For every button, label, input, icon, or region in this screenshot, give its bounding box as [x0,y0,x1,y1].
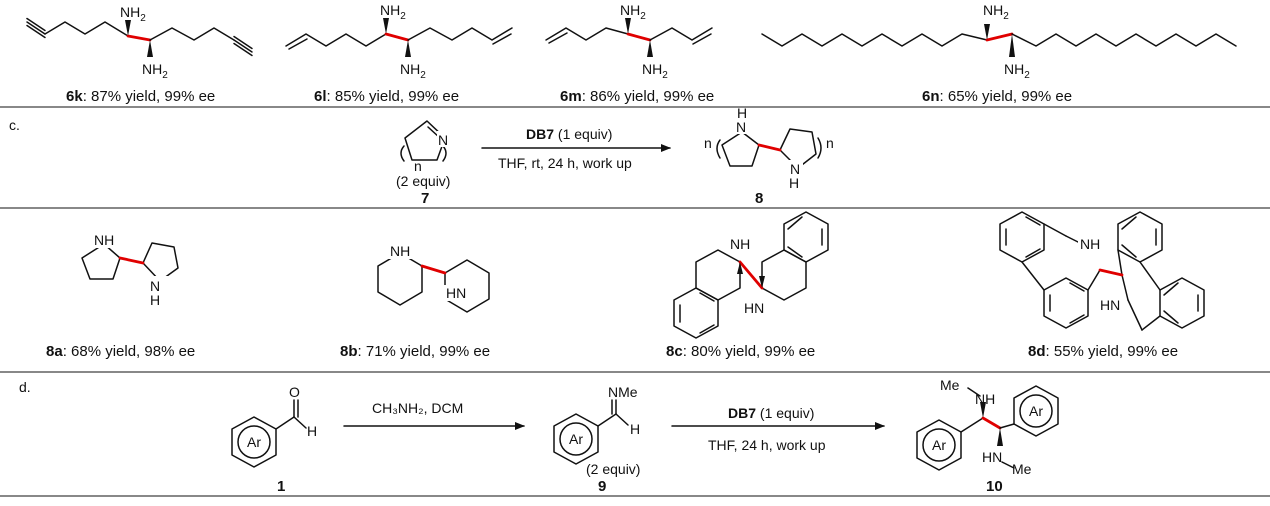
caption-8c: 8c: 80% yield, 99% ee [666,343,815,360]
number-8: 8 [755,190,763,207]
amine-6m-bottom: NH2 [642,61,668,81]
ring-size-right-8: n [826,135,834,151]
compound-10: Ar Ar Me NH HN Me 10 [916,377,1059,495]
ar-left-10: Ar [932,437,946,453]
nh-n-8a: N [736,119,746,135]
amine-6k-top: NH2 [120,4,146,24]
h-9: H [630,421,640,437]
n-8a-bottom: N [150,278,160,294]
compound-6k: NH2 NH2 [26,4,253,81]
number-9: 9 [598,478,606,495]
nh-h-8a: H [737,105,747,121]
compound-7: N n (2 equiv) 7 [396,120,452,207]
nme-9: NMe [608,384,638,400]
compound-8c: NH HN [673,211,829,339]
hn-8b: HN [446,285,466,301]
section-label-d: d. [19,379,31,395]
number-1: 1 [277,478,285,495]
nh-8b: NH [390,243,410,259]
caption-6n: 6n: 65% yield, 99% ee [922,88,1072,105]
conditions-c: THF, rt, 24 h, work up [498,155,632,171]
compound-6n: NH2 NH2 [761,2,1237,81]
step1-conditions: CH₃NH₂, DCM [372,400,463,416]
h-8a-bottom: H [150,292,160,308]
ar-1: Ar [247,434,261,450]
nh-h-8b: H [789,175,799,191]
amine-6l-bottom: NH2 [400,61,426,81]
caption-6l: 6l: 85% yield, 99% ee [314,88,459,105]
me-top-10: Me [940,377,960,393]
compound-8d: NH HN [999,211,1205,331]
compound-8: H N N H n n 8 [704,105,834,207]
nh-n-8b: N [790,161,800,177]
compound-8b: NH HN [377,243,490,313]
amine-6k-bottom: NH2 [142,61,168,81]
equiv-9: (2 equiv) [586,461,640,477]
caption-8d: 8d: 55% yield, 99% ee [1028,343,1178,360]
caption-6k: 6k: 87% yield, 99% ee [66,88,215,105]
caption-8a: 8a: 68% yield, 98% ee [46,343,195,360]
amine-6m-top: NH2 [620,2,646,22]
reagent-d: DB7 (1 equiv) [728,405,814,421]
compound-8a: NH N H [81,232,179,308]
nh-10: NH [975,391,995,407]
compound-1: Ar O H 1 [231,384,317,495]
ar-9: Ar [569,431,583,447]
section-label-c: c. [9,117,20,133]
caption-8b: 8b: 71% yield, 99% ee [340,343,490,360]
compound-6l: NH2 NH2 [285,2,513,81]
oxygen-1: O [289,384,300,400]
hn-8d: HN [1100,297,1120,313]
amine-6n-top: NH2 [983,2,1009,22]
h-1: H [307,423,317,439]
nh-8a-top: NH [94,232,114,248]
compound-9: Ar NMe H (2 equiv) 9 [553,384,640,495]
compound-6m: NH2 NH2 [545,2,713,81]
caption-6m: 6m: 86% yield, 99% ee [560,88,714,105]
nh-8d: NH [1080,236,1100,252]
me-bottom-10: Me [1012,461,1032,477]
imine-n-7: N [438,132,448,148]
hn-10: HN [982,449,1002,465]
hn-8c: HN [744,300,764,316]
nh-8c: NH [730,236,750,252]
conditions-d: THF, 24 h, work up [708,437,826,453]
number-10: 10 [986,478,1003,495]
amine-6n-bottom: NH2 [1004,61,1030,81]
number-7: 7 [421,190,429,207]
equiv-7: (2 equiv) [396,173,450,189]
reagent-c: DB7 (1 equiv) [526,126,612,142]
amine-6l-top: NH2 [380,2,406,22]
ring-size-n-7: n [414,158,422,174]
ring-size-left-8: n [704,135,712,151]
ar-right-10: Ar [1029,403,1043,419]
